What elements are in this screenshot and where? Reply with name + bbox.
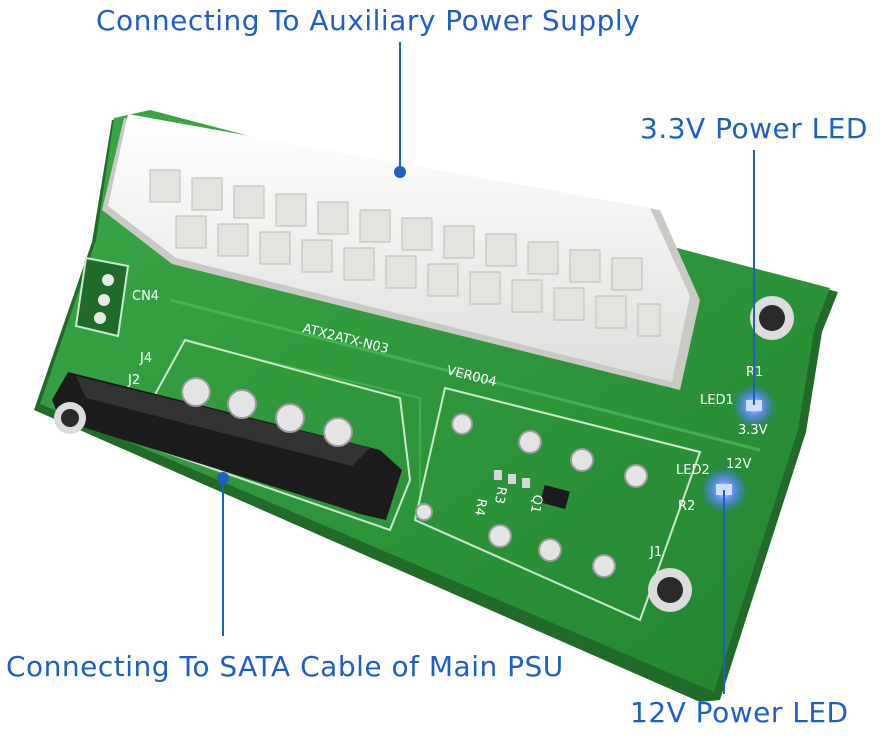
callout-sata-cable: Connecting To SATA Cable of Main PSU	[6, 650, 564, 683]
silk-r4: R4	[471, 497, 489, 517]
atx-24-pin-connector	[102, 114, 700, 390]
silk-led2: LED2	[676, 463, 710, 478]
smd-components	[494, 470, 570, 510]
silk-j2: J2	[127, 373, 140, 388]
silk-r3: R3	[491, 485, 509, 505]
silk-r2: R2	[678, 499, 695, 514]
cn4-header	[74, 256, 130, 338]
leader-dot-aux	[394, 166, 406, 178]
callout-12v-led: 12V Power LED	[630, 696, 849, 729]
led-3v3	[732, 384, 776, 428]
silk-led1: LED1	[700, 393, 734, 408]
leader-3v3	[753, 150, 755, 405]
silk-j4: J4	[139, 351, 152, 366]
silk-j1: J1	[649, 545, 662, 560]
silk-cn4: CN4	[132, 289, 159, 304]
leader-dot-sata	[217, 472, 229, 484]
molex-pads	[181, 377, 353, 447]
leader-12v	[723, 490, 725, 694]
silk-12v: 12V	[726, 457, 752, 472]
mounting-holes	[54, 296, 794, 612]
pcb-pads-right	[415, 413, 648, 578]
callout-3v3-led: 3.3V Power LED	[640, 112, 868, 145]
silk-q1: Q1	[527, 493, 545, 514]
callout-auxiliary-power: Connecting To Auxiliary Power Supply	[96, 4, 641, 37]
sata-connector	[52, 372, 402, 520]
leader-sata	[222, 478, 224, 636]
silk-3v3: 3.3V	[738, 423, 768, 438]
leader-aux	[399, 42, 401, 172]
